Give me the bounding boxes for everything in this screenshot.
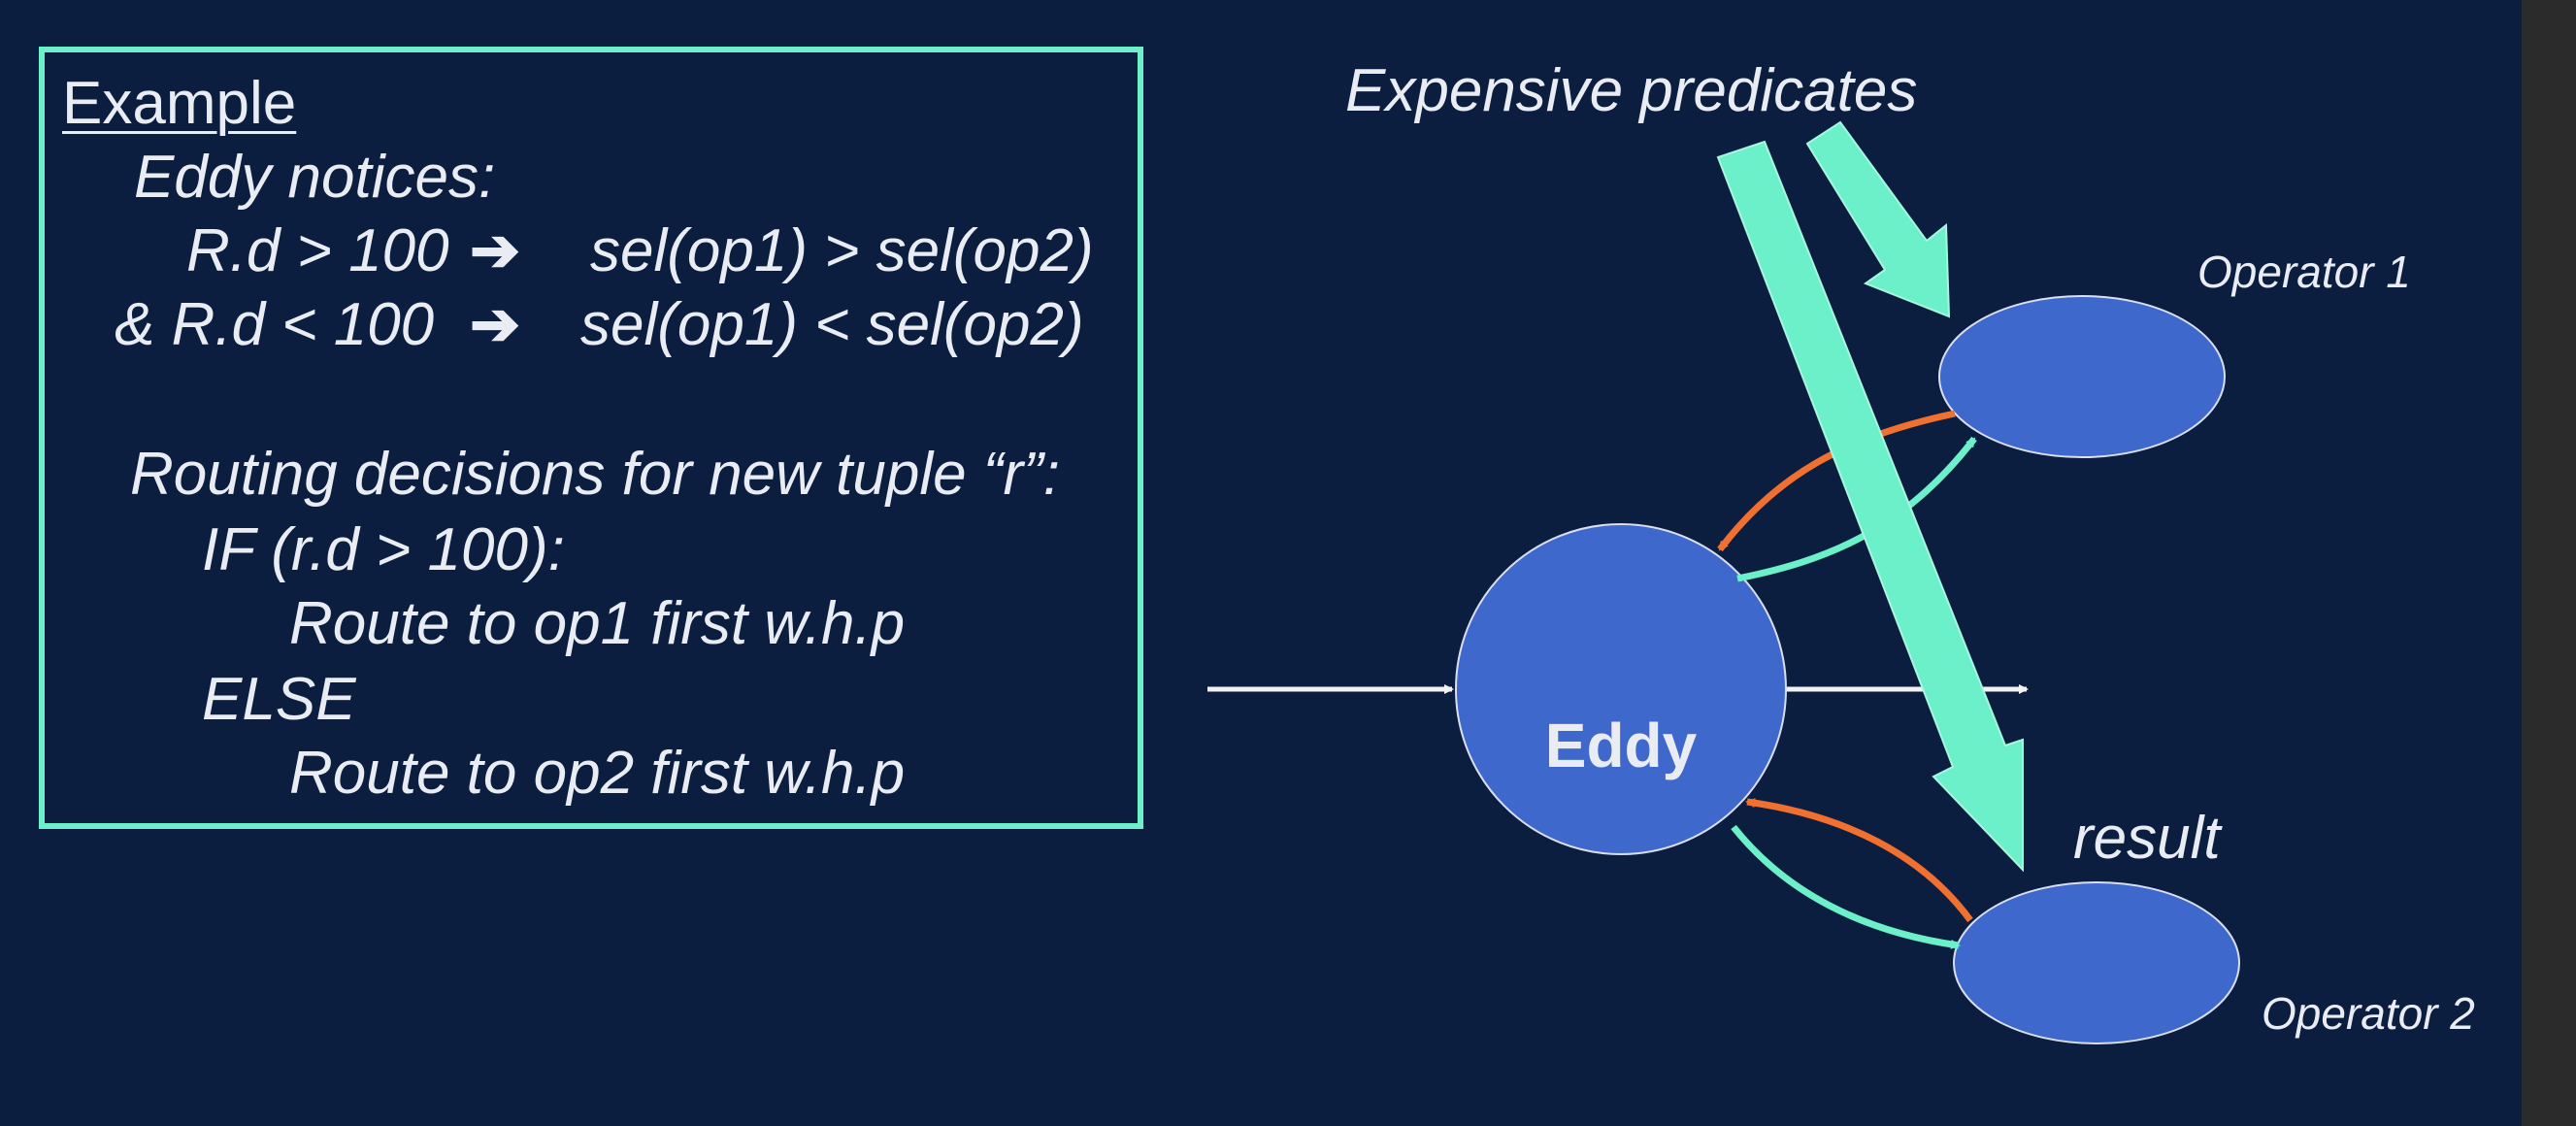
eddy-to-op2-arrow — [1731, 824, 1961, 949]
rule-2-consequence: sel(op1) < sel(op2) — [580, 291, 1084, 358]
eddy-node — [1455, 523, 1787, 855]
operator-2-label: Operator 2 — [2262, 988, 2475, 1039]
example-box — [39, 47, 1143, 829]
route-op2-line: Route to op2 first w.h.p — [289, 740, 906, 807]
slide: Example Eddy notices: R.d > 100 ➔ sel(op… — [0, 0, 2522, 1126]
eddy-diagram: Expensive predicates Eddy Operator 1 Ope… — [1207, 57, 2475, 1044]
rule-2-arrow-icon: ➔ — [470, 291, 520, 358]
else-line: ELSE — [202, 666, 356, 733]
operator-1-node — [1938, 295, 2226, 458]
example-line-eddy-notices: Eddy notices: — [134, 144, 496, 211]
result-label: result — [2073, 805, 2223, 872]
expensive-predicate-arrow-op2 — [1716, 140, 2024, 873]
if-condition-line: IF (r.d > 100): — [202, 516, 565, 583]
rule-1-consequence: sel(op1) > sel(op2) — [590, 217, 1094, 284]
expensive-predicate-arrow-op1 — [1805, 120, 1951, 318]
operator-1-label: Operator 1 — [2197, 247, 2411, 297]
routing-decisions-line: Routing decisions for new tuple “r”: — [130, 441, 1061, 508]
example-heading: Example — [62, 70, 297, 137]
eddy-to-op1-arrow — [1736, 436, 1977, 582]
eddy-label: Eddy — [1545, 711, 1698, 780]
rule-1-arrow-icon: ➔ — [470, 217, 520, 284]
operator-2-node — [1953, 881, 2240, 1044]
op1-to-eddy-arrow — [1717, 410, 1956, 552]
route-op1-line: Route to op1 first w.h.p — [289, 590, 906, 657]
op2-to-eddy-arrow — [1745, 798, 1973, 923]
rule-2-condition: & R.d < 100 — [115, 291, 435, 358]
expensive-predicates-title: Expensive predicates — [1345, 57, 1917, 124]
rule-1-condition: R.d > 100 — [186, 217, 449, 284]
